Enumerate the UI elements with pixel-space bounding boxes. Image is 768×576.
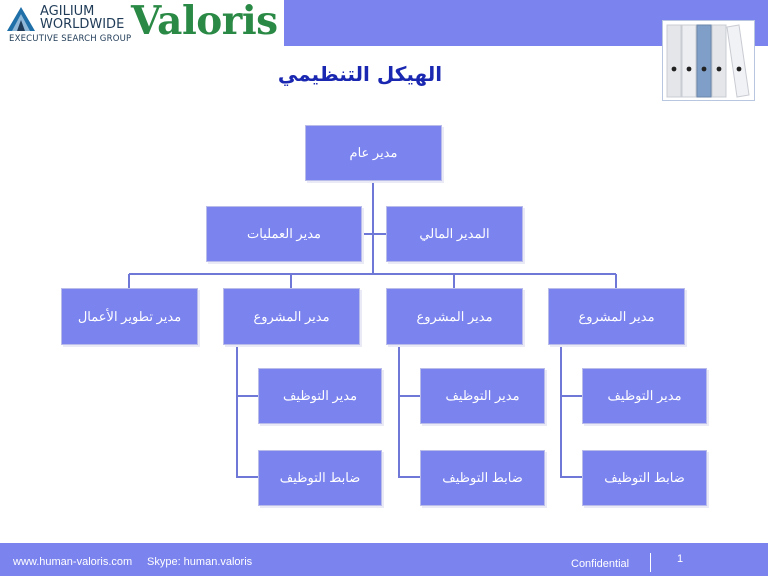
node-hiring-manager-2: مدير التوظيف	[420, 368, 545, 424]
node-operations-manager: مدير العمليات	[206, 206, 362, 262]
agilium-logo-text: AGILIUM WORLDWIDE	[40, 5, 124, 31]
footer-bar: www.human-valoris.com Skype: human.valor…	[0, 543, 768, 576]
connector-pm3-children	[560, 345, 582, 478]
node-hiring-officer-3: ضابط التوظيف	[582, 450, 707, 506]
logo-area: AGILIUM WORLDWIDE EXECUTIVE SEARCH GROUP…	[0, 0, 284, 46]
page-number: 1	[677, 553, 684, 565]
footer-website[interactable]: www.human-valoris.com	[13, 556, 133, 568]
node-hiring-officer-2: ضابط التوظيف	[420, 450, 545, 506]
footer-confidential: Confidential	[571, 558, 630, 570]
binders-image	[662, 20, 755, 101]
node-project-manager-3: مدير المشروع	[548, 288, 685, 345]
brand-logo: Valoris	[131, 0, 278, 44]
agilium-logo-icon	[7, 7, 35, 31]
node-business-dev-manager: مدير تطوير الأعمال	[61, 288, 198, 345]
footer-divider	[650, 553, 651, 572]
connector-pm2-children	[398, 345, 420, 478]
node-project-manager-2: مدير المشروع	[386, 288, 523, 345]
node-hiring-manager-1: مدير التوظيف	[258, 368, 382, 424]
logo-line-2: WORLDWIDE	[40, 17, 125, 32]
node-finance-manager: المدير المالي	[386, 206, 523, 262]
binders-icon	[666, 24, 750, 98]
node-hiring-officer-1: ضابط التوظيف	[258, 450, 382, 506]
node-project-manager-1: مدير المشروع	[223, 288, 360, 345]
node-general-manager: مدير عام	[305, 125, 442, 181]
footer-skype: Skype: human.valoris	[147, 556, 253, 568]
connector-pm1-children	[236, 345, 258, 478]
logo-subtitle: EXECUTIVE SEARCH GROUP	[9, 34, 132, 44]
logo-line-1: AGILIUM	[40, 4, 95, 19]
node-hiring-manager-3: مدير التوظيف	[582, 368, 707, 424]
page-title: الهيكل التنظيمي	[277, 62, 443, 86]
